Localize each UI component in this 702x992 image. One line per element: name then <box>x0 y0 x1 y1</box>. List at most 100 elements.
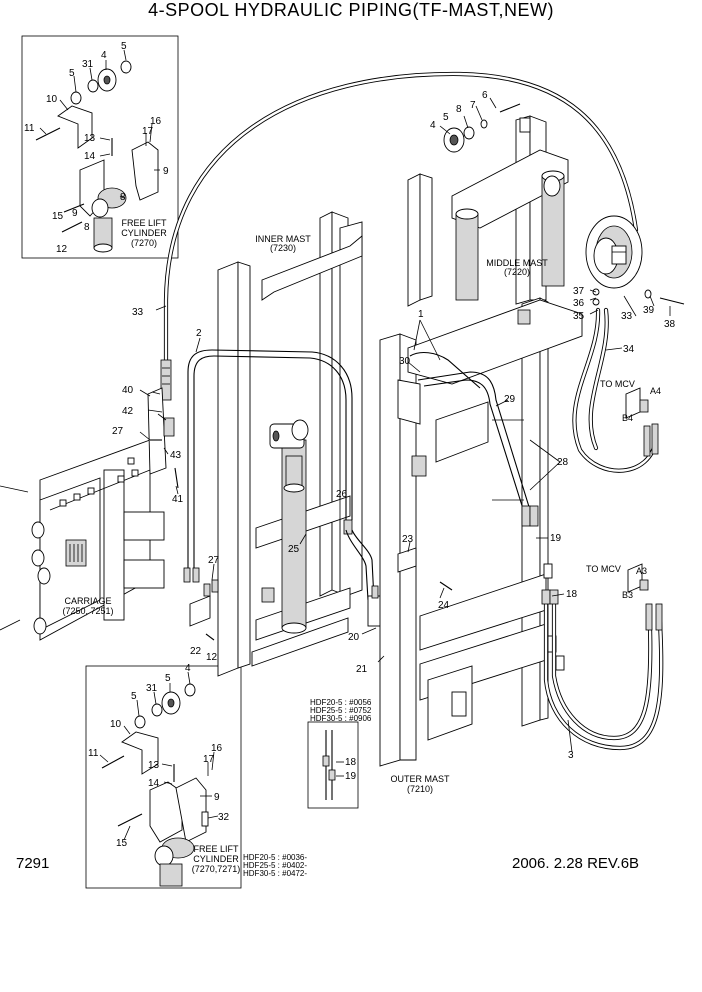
callout: 43 <box>170 450 182 461</box>
free-lift-bottom-line1: FREE LIFT <box>193 844 239 854</box>
callout: 2 <box>196 328 202 339</box>
to-mcv-upper-label: TO MCV <box>600 379 635 389</box>
callout: 34 <box>623 344 635 355</box>
free-lift-bottom-line2: CYLINDER <box>193 854 239 864</box>
carriage-code: (7250, 7251) <box>62 606 113 616</box>
carriage-assembly <box>0 439 165 641</box>
callout: 4 <box>185 663 191 674</box>
callout: 8 <box>456 104 462 115</box>
outer-mast <box>379 297 583 767</box>
page-code: 7291 <box>16 855 50 872</box>
callout: 33 <box>621 311 633 322</box>
callout: 37 <box>573 286 585 297</box>
inner-mast-label: INNER MAST <box>255 234 311 244</box>
middle-mast-code: (7220) <box>504 267 530 277</box>
inner-mast-code: (7230) <box>270 243 296 253</box>
callout: 10 <box>46 94 58 105</box>
callout-numbers: 5 4 31 5 10 11 13 14 16 17 9 8 15 9 8 12… <box>24 41 676 849</box>
port-a4: A4 <box>650 386 661 396</box>
callout: 12 <box>56 244 68 255</box>
callout: 14 <box>148 778 160 789</box>
callout: 27 <box>208 555 220 566</box>
free-lift-bottom-code: (7270,7271) <box>192 864 241 874</box>
hose-reel-33 <box>585 215 685 306</box>
callout: 30 <box>399 356 411 367</box>
callout: 27 <box>112 426 124 437</box>
free-lift-top-line2: CYLINDER <box>121 228 167 238</box>
callout: 22 <box>190 646 202 657</box>
callout: 5 <box>443 112 449 123</box>
carriage-label: CARRIAGE <box>64 596 111 606</box>
callout: 3 <box>568 750 574 761</box>
serial-mid-1: HDF20-5 : #0056 <box>310 698 372 707</box>
serial-bottom-3: HDF30-5 : #0472- <box>243 869 307 878</box>
page-title: 4-SPOOL HYDRAULIC PIPING(TF-MAST,NEW) <box>148 0 554 20</box>
callout: 28 <box>557 457 569 468</box>
callout: 36 <box>573 298 585 309</box>
hose-34-to-mcv <box>572 307 659 473</box>
callout: 18 <box>566 589 578 600</box>
free-lift-top-code: (7270) <box>131 238 157 248</box>
to-mcv-lower-label: TO MCV <box>586 564 621 574</box>
middle-mast <box>407 103 569 307</box>
serial-bottom-1: HDF20-5 : #0036- <box>243 853 307 862</box>
callout: 33 <box>132 307 144 318</box>
callout: 17 <box>203 754 215 765</box>
outer-mast-label: OUTER MAST <box>390 774 450 784</box>
callout: 8 <box>84 222 90 233</box>
hose-inset-serial <box>307 721 359 809</box>
callout: 10 <box>110 719 122 730</box>
callout: 14 <box>84 151 96 162</box>
free-lift-top-line1: FREE LIFT <box>121 218 167 228</box>
callout: 7 <box>470 100 476 111</box>
port-b4: B4 <box>622 413 633 423</box>
callout: 17 <box>142 126 154 137</box>
overhead-hose-33 <box>160 71 639 401</box>
callout: 20 <box>348 632 360 643</box>
callout: 42 <box>122 406 134 417</box>
callout: 12 <box>206 652 218 663</box>
callout: 13 <box>84 133 96 144</box>
pipe-2 <box>183 349 375 601</box>
port-b3: B3 <box>622 590 633 600</box>
callout: 13 <box>148 760 160 771</box>
callout: 38 <box>664 319 676 330</box>
callout: 32 <box>218 812 230 823</box>
serial-mid-2: HDF25-5 : #0752 <box>310 706 372 715</box>
hose-3-to-mcv <box>541 563 664 751</box>
callout: 6 <box>482 90 488 101</box>
callout: 31 <box>146 683 158 694</box>
callout: 5 <box>165 673 171 684</box>
inner-mast <box>217 211 363 677</box>
free-lift-inset-bottom <box>85 665 242 889</box>
callout: 16 <box>150 116 162 127</box>
free-lift-inset-top <box>21 35 179 259</box>
callout: 40 <box>122 385 134 396</box>
hose-1 <box>409 351 539 527</box>
callout: 19 <box>550 533 562 544</box>
callout: 15 <box>52 211 64 222</box>
callout: 21 <box>356 664 368 675</box>
callout: 11 <box>88 748 99 759</box>
callout: 4 <box>430 120 436 131</box>
outer-mast-code: (7210) <box>407 784 433 794</box>
callout: 5 <box>69 68 75 79</box>
port-a3: A3 <box>636 566 647 576</box>
callout: 9 <box>163 166 169 177</box>
serial-mid-3: HDF30-5 : #0906 <box>310 714 372 723</box>
callout: 9 <box>72 208 78 219</box>
serial-bottom-2: HDF25-5 : #0402- <box>243 861 307 870</box>
callout: 18 <box>345 757 357 768</box>
callout: 23 <box>402 534 414 545</box>
callout: 41 <box>172 494 184 505</box>
callout: 1 <box>418 309 424 320</box>
callout: 9 <box>214 792 220 803</box>
callout: 8 <box>120 192 126 203</box>
callout-leaders <box>139 97 671 753</box>
callout: 19 <box>345 771 357 782</box>
callout: 39 <box>643 305 655 316</box>
date-revision: 2006. 2.28 REV.6B <box>512 855 640 872</box>
callout: 35 <box>573 311 585 322</box>
